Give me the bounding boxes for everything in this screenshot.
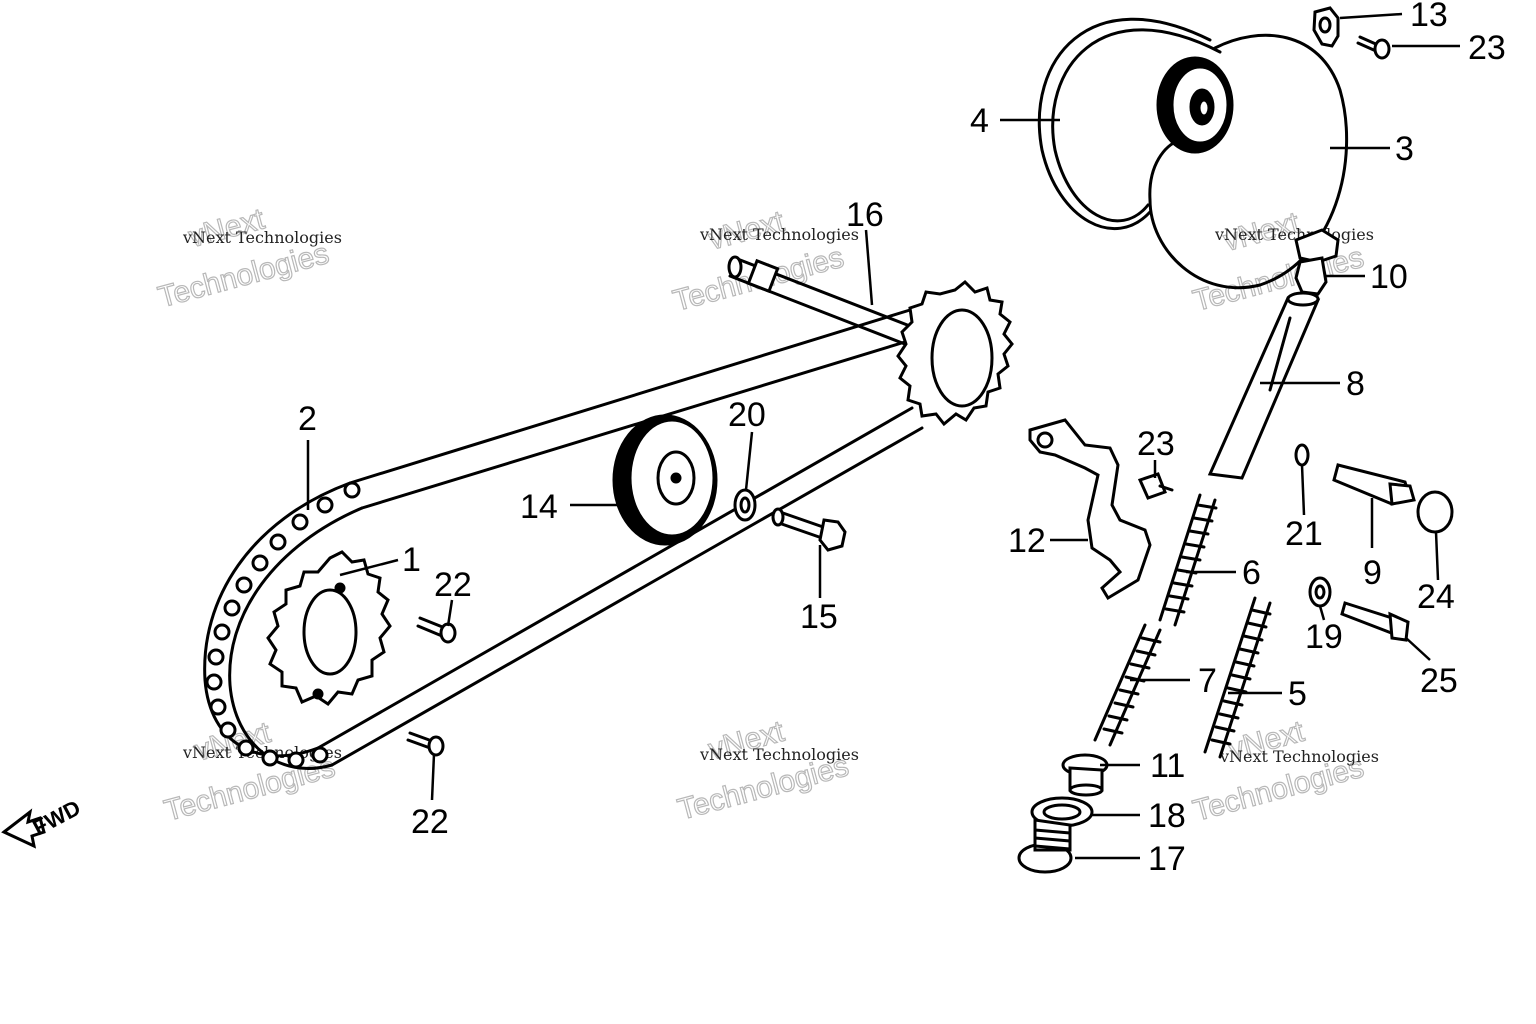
- callout-1: 1: [402, 541, 421, 579]
- fitting-10: [1294, 228, 1340, 296]
- bolt-23-mid: [1137, 472, 1174, 500]
- callout-7: 7: [1198, 662, 1217, 700]
- callout-16: 16: [846, 196, 884, 234]
- callout-15: 15: [800, 598, 838, 636]
- callout-2: 2: [298, 400, 317, 438]
- spring-6: [1158, 493, 1218, 627]
- callout-21: 21: [1285, 515, 1323, 553]
- chain-links: [205, 481, 361, 769]
- bolt-15: [771, 507, 847, 552]
- watermark-text: Technologies: [155, 237, 333, 314]
- leader-lines: [306, 12, 1460, 860]
- guide-roller: [612, 414, 718, 546]
- callout-22-lower: 22: [411, 803, 449, 841]
- cap-nut-24: [1416, 490, 1454, 534]
- watermark-text: vNext Technologies: [182, 228, 342, 247]
- watermark-text: vNext Technologies: [699, 225, 859, 244]
- cam-sprocket: [266, 550, 392, 706]
- bolt-25: [1340, 601, 1410, 642]
- callout-17: 17: [1148, 840, 1186, 878]
- callout-14: 14: [520, 488, 558, 526]
- callout-numbers: 1 2 3 4 5 6 7 8 9 10 11 12 13 14 15 16 1…: [298, 0, 1506, 878]
- callout-6: 6: [1242, 554, 1261, 592]
- bolt-22-lower: [406, 731, 445, 757]
- pushrod-8: [1207, 291, 1321, 480]
- bolt-9: [1332, 463, 1416, 506]
- callout-3: 3: [1395, 130, 1414, 168]
- watermark-text: vNext Technologies: [1214, 225, 1374, 244]
- spring-5: [1203, 596, 1272, 759]
- callout-23-mid: 23: [1137, 425, 1175, 463]
- plug-11: [1061, 753, 1109, 797]
- callout-13: 13: [1410, 0, 1448, 34]
- callout-10: 10: [1370, 258, 1408, 296]
- fwd-label: FWD: [29, 795, 85, 841]
- cam-chain: [203, 308, 924, 770]
- callout-24: 24: [1417, 578, 1455, 616]
- bolt-23-top: [1356, 35, 1391, 60]
- callout-18: 18: [1148, 797, 1186, 835]
- watermark-3: vNext Technologies: [1189, 205, 1368, 318]
- watermark-text: Technologies: [161, 751, 339, 828]
- o-ring-21: [1294, 443, 1310, 467]
- o-rings: [1037, 17, 1348, 290]
- bracket-12: [1028, 418, 1152, 601]
- callout-8: 8: [1346, 365, 1365, 403]
- fwd-arrow-icon: [1, 808, 46, 849]
- watermark-1: vNext Technologies: [154, 202, 333, 315]
- fwd-arrow: FWD: [1, 795, 85, 849]
- callout-22-upper: 22: [434, 566, 472, 604]
- callout-4: 4: [970, 102, 989, 140]
- watermark-2: vNext Technologies: [669, 204, 848, 318]
- washer-18: [1030, 796, 1094, 828]
- tensioner-head: [1156, 56, 1234, 154]
- callout-19: 19: [1305, 618, 1343, 656]
- callout-25: 25: [1420, 662, 1458, 700]
- callout-9: 9: [1363, 554, 1382, 592]
- watermark-text: vNext Technologies: [699, 745, 859, 764]
- callout-12: 12: [1008, 522, 1046, 560]
- bolt-17: [1017, 818, 1073, 874]
- callout-5: 5: [1288, 675, 1307, 713]
- cam-shaft-sprocket: [727, 255, 1014, 427]
- callout-11: 11: [1150, 747, 1185, 785]
- watermark-text: vNext Technologies: [1219, 747, 1379, 766]
- washer-19: [1308, 576, 1332, 608]
- watermark-4: vNext Technologies: [160, 715, 339, 828]
- callout-20: 20: [728, 396, 766, 434]
- spring-7: [1093, 623, 1162, 747]
- watermark-text: Technologies: [1190, 241, 1368, 318]
- callout-23-top: 23: [1468, 29, 1506, 67]
